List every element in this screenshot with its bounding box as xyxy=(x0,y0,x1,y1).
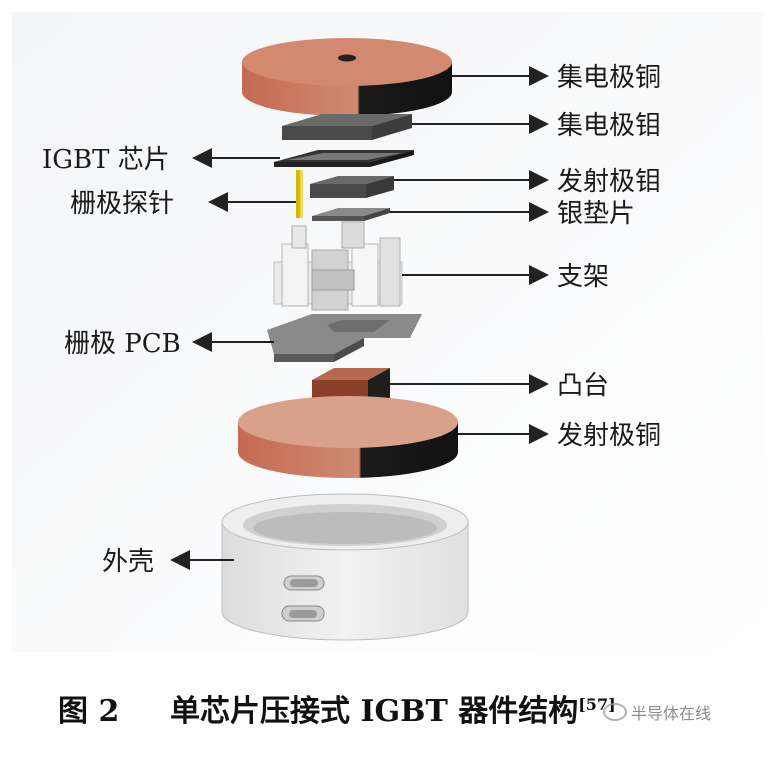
exploded-view-diagram: 集电极铜 集电极钼 IGBT 芯片 发射极钼 栅极探针 银垫片 支架 栅极 PC… xyxy=(12,12,763,652)
caption-number: 图 2 xyxy=(58,694,120,729)
collector-copper-part xyxy=(242,38,452,116)
bracket-part xyxy=(273,221,403,311)
label-emitter-copper: 发射极铜 xyxy=(557,421,661,451)
gate-pcb-part xyxy=(267,314,422,362)
label-emitter-molybdenum: 发射极钼 xyxy=(557,167,661,197)
emitter-copper-part xyxy=(238,396,458,478)
igbt-chip-part xyxy=(274,150,414,167)
silver-shim-part xyxy=(312,208,390,221)
label-bracket: 支架 xyxy=(557,262,609,292)
label-gate-pcb: 栅极 PCB xyxy=(64,329,181,359)
watermark-text: 半导体在线 xyxy=(631,704,712,723)
caption-title: 单芯片压接式 IGBT 器件结构[57] xyxy=(170,686,616,730)
label-gate-probe: 栅极探针 xyxy=(70,189,174,219)
watermark: 半导体在线 xyxy=(603,697,768,727)
emitter-molybdenum-part xyxy=(310,176,394,198)
collector-molybdenum-part xyxy=(282,114,412,140)
label-housing: 外壳 xyxy=(102,547,154,577)
wechat-icon xyxy=(603,703,627,721)
label-silver-shim: 银垫片 xyxy=(557,199,635,229)
label-igbt-chip: IGBT 芯片 xyxy=(42,145,170,175)
label-collector-copper: 集电极铜 xyxy=(557,63,661,93)
housing-part xyxy=(221,493,469,641)
label-collector-molybdenum: 集电极钼 xyxy=(557,111,661,141)
caption-title-text: 单芯片压接式 IGBT 器件结构 xyxy=(170,694,579,729)
right-arrows xyxy=(390,66,549,444)
left-arrows xyxy=(170,148,296,570)
label-boss: 凸台 xyxy=(557,371,609,401)
gate-probe-part xyxy=(296,170,303,218)
figure-caption: 图 2 单芯片压接式 IGBT 器件结构[57] xyxy=(0,676,775,756)
